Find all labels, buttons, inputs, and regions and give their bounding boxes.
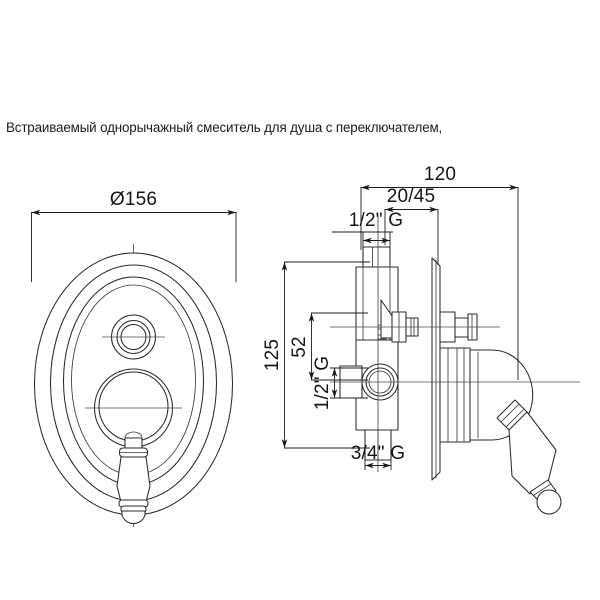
- front-view: Ø156: [31, 189, 237, 527]
- dim-52-label: 52: [289, 336, 310, 358]
- nipple-mid: [454, 317, 469, 338]
- side-handle-tip: [536, 489, 562, 515]
- callout-thread-top: 1/2" G: [332, 210, 403, 258]
- dim-2045-label: 20/45: [387, 186, 436, 207]
- dimension-height-52: 52: [289, 312, 368, 381]
- handle-nub-top: [124, 431, 143, 439]
- thread-top-label: 1/2" G: [349, 210, 403, 231]
- callout-thread-side: 1/2" G: [312, 356, 368, 410]
- control-disc[interactable]: [85, 368, 182, 448]
- dimension-length-120: 120: [360, 164, 519, 380]
- thread-bottom-label: 3/4" G: [351, 443, 405, 464]
- side-handle-collar-line-1: [500, 403, 520, 423]
- dim-120-label: 120: [424, 164, 456, 185]
- side-handle-end-ring-line: [533, 483, 552, 496]
- spindle-base: [439, 347, 471, 443]
- dimension-offset-20-45: 20/45: [384, 186, 439, 265]
- dim-156-label: Ø156: [110, 189, 157, 210]
- handle-shaft: [116, 456, 151, 503]
- side-section-view: 120 20/45 1/2" G 3/4: [262, 164, 580, 515]
- lever-handle-side[interactable]: [496, 399, 562, 515]
- dim-125-label: 125: [262, 339, 283, 371]
- drawing-caption: Встраиваемый однорычажный смеситель для …: [6, 120, 443, 135]
- handle-tip: [121, 510, 146, 525]
- diverter-knob[interactable]: [102, 314, 165, 360]
- wall-plate: [431, 257, 441, 481]
- side-handle-end-ring: [529, 479, 557, 503]
- diverter-outlet: [380, 299, 419, 343]
- dimension-diameter-156: Ø156: [31, 189, 237, 282]
- dimension-height-125: 125: [262, 261, 370, 449]
- lever-handle-front[interactable]: [116, 431, 151, 525]
- side-handle-collar-line-2: [505, 408, 525, 428]
- mixer-body: [355, 246, 399, 461]
- callout-thread-bottom: 3/4" G: [351, 442, 405, 470]
- thread-side-label: 1/2" G: [312, 356, 333, 410]
